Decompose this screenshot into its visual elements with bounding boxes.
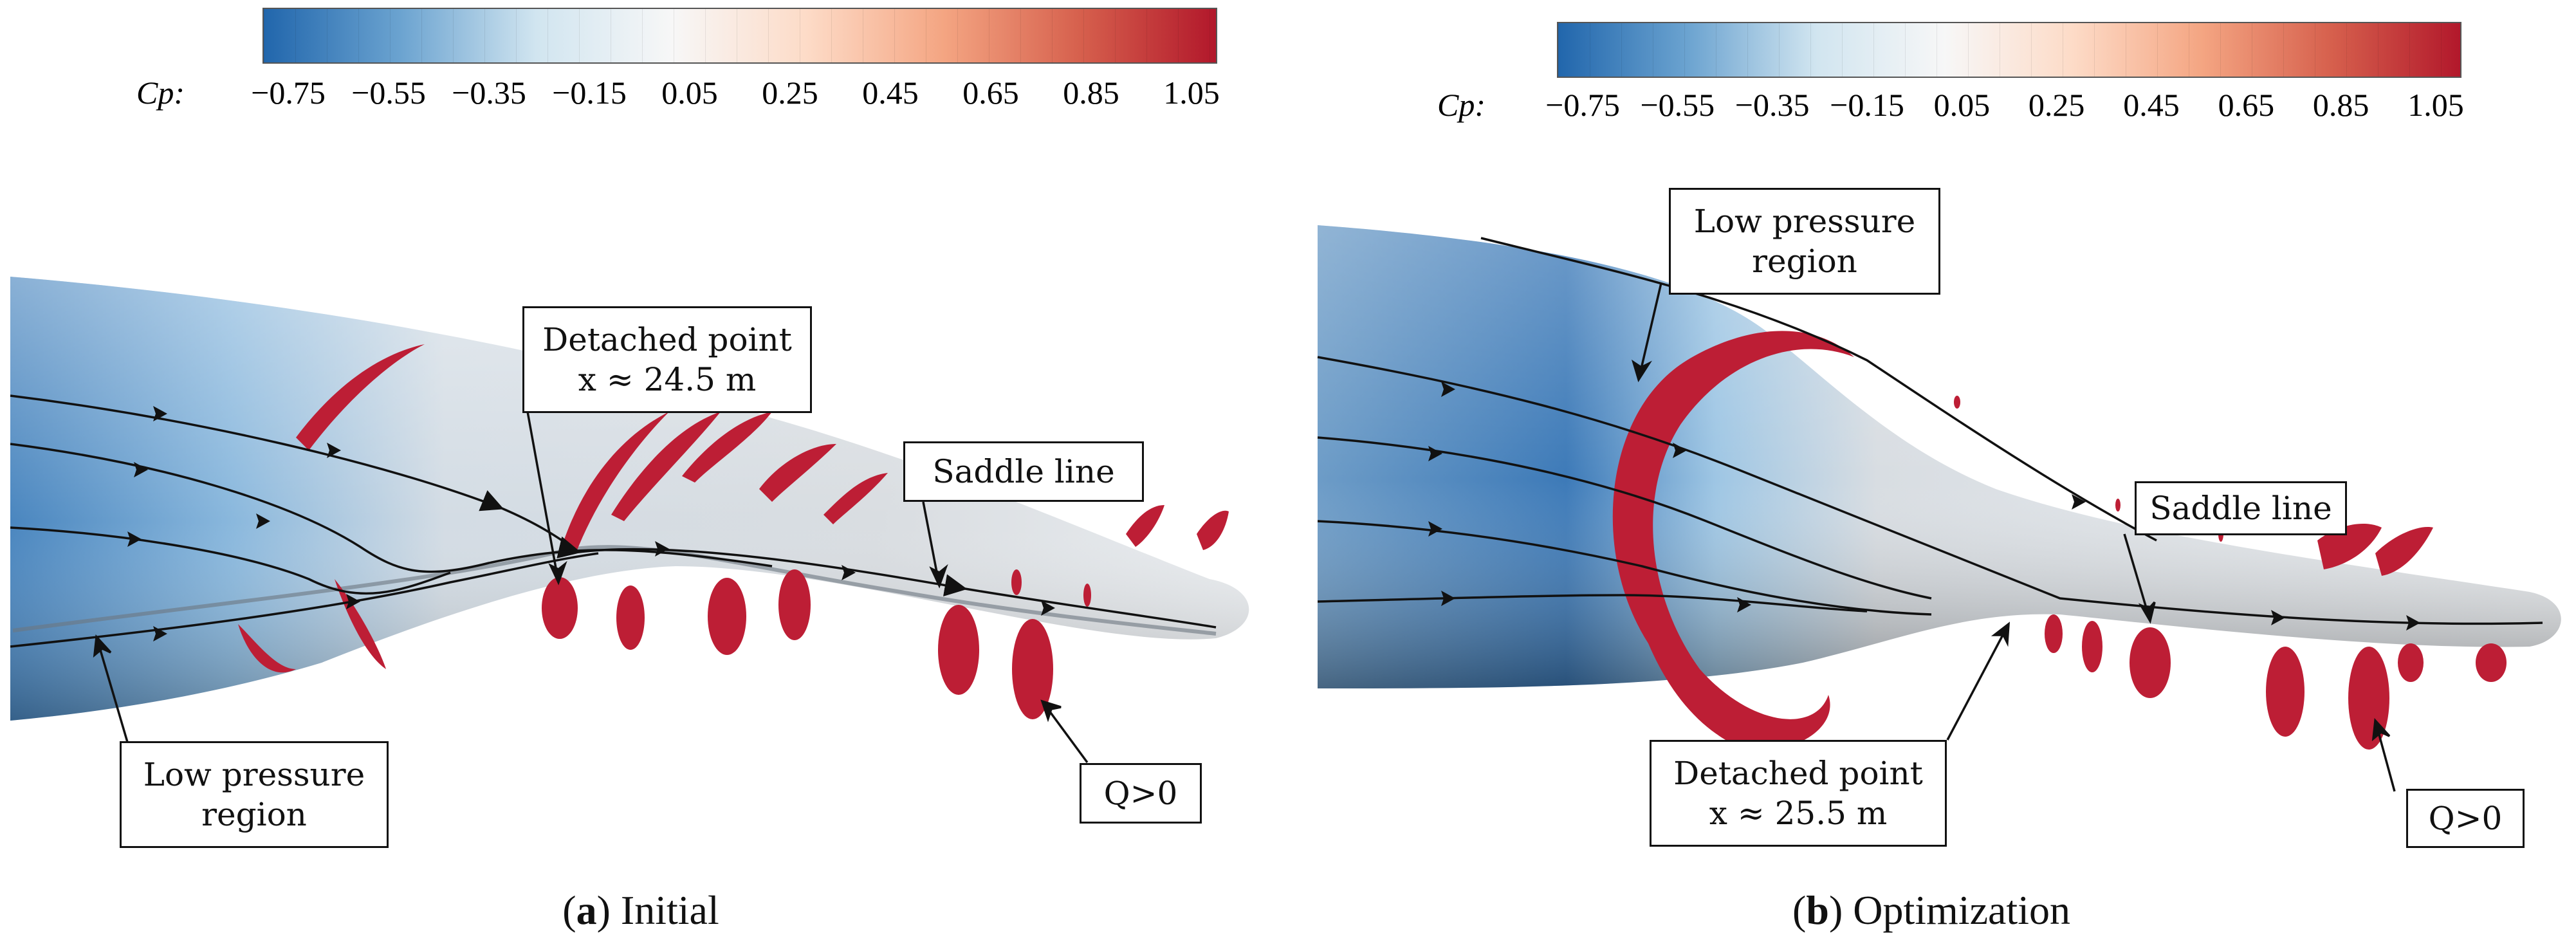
colorbar-tick-label: 0.85	[2312, 87, 2369, 123]
callout-line: Saddle line	[932, 452, 1115, 490]
callout-detached-point: Detached point x ≈ 25.5 m	[1650, 740, 1947, 847]
colorbar-variable-label: Cp:	[136, 75, 185, 111]
colorbar-tick-label: −0.55	[351, 75, 426, 111]
caption-text: Optimization	[1853, 887, 2070, 933]
colorbar-tick-label: −0.75	[1545, 87, 1620, 123]
colorbar-tick-label: −0.35	[1734, 87, 1810, 123]
callout-line: x ≈ 24.5 m	[578, 361, 757, 398]
colorbar-gradient	[1557, 22, 2461, 78]
caption-initial: (a) Initial	[562, 887, 719, 933]
colorbar-tick-label: −0.75	[251, 75, 326, 111]
colorbar-tick-label: −0.35	[452, 75, 526, 111]
colorbar-tick-label: −0.15	[552, 75, 627, 111]
caption-letter: a	[576, 887, 597, 933]
streamlines	[1317, 237, 2543, 625]
callout-line: Q>0	[2428, 799, 2503, 837]
callout-line: x ≈ 25.5 m	[1709, 795, 1888, 832]
vortex-isosurfaces	[1612, 331, 2507, 750]
callout-line: Q>0	[1103, 774, 1178, 812]
callout-line: Detached point	[1673, 754, 1923, 792]
callout-line: Saddle line	[2149, 489, 2332, 527]
callout-line: Detached point	[542, 320, 792, 358]
colorbar-tick-label: 0.65	[2218, 87, 2275, 123]
surface-render-optimization	[1317, 225, 2561, 792]
callout-line: Low pressure	[1693, 202, 1916, 240]
colorbar-tick-label: 1.05	[1163, 75, 1220, 111]
callout-q-criterion: Q>0	[2406, 789, 2525, 848]
colorbar-tick-label: 0.05	[1933, 87, 1991, 123]
colorbar-tick-label: 0.85	[1063, 75, 1119, 111]
colorbar-variable-label: Cp:	[1437, 87, 1486, 123]
colorbar-tick-label: −0.15	[1830, 87, 1904, 123]
callout-low-pressure: Low pressure region	[120, 741, 389, 848]
callout-leaders	[1631, 282, 2396, 792]
callout-line: region	[201, 796, 307, 833]
colorbar-tick-label: 0.05	[661, 75, 718, 111]
caption-optimization: (b) Optimization	[1792, 887, 2070, 933]
colorbar-tick-label: 0.25	[2028, 87, 2085, 123]
body-shading	[1318, 225, 2561, 688]
callout-q-criterion: Q>0	[1080, 763, 1202, 824]
callout-low-pressure: Low pressure region	[1669, 188, 1940, 295]
caption-letter: b	[1806, 887, 1829, 933]
callout-detached-point: Detached point x ≈ 24.5 m	[522, 306, 812, 413]
surface-render-initial	[10, 277, 1249, 764]
callout-saddle-line: Saddle line	[903, 441, 1144, 502]
colorbar-gradient	[262, 8, 1217, 64]
callout-saddle-line: Saddle line	[2135, 481, 2347, 535]
streamline-arrows	[1428, 382, 2420, 631]
callout-leaders	[93, 411, 1089, 764]
colorbar-tick-label: 1.05	[2407, 87, 2464, 123]
callout-line: Low pressure	[143, 755, 365, 793]
colorbar-tick-label: 0.45	[862, 75, 919, 111]
panel-initial: Cp:	[10, 8, 1249, 933]
caption-text: Initial	[620, 887, 719, 933]
panel-optimization: Cp:	[1288, 0, 2576, 949]
colorbar-tick-label: 0.45	[2123, 87, 2180, 123]
colorbar-tick-label: 0.65	[962, 75, 1019, 111]
colorbar-tick-label: −0.55	[1640, 87, 1715, 123]
streamline-arrows	[127, 406, 1055, 641]
callout-line: region	[1752, 243, 1857, 280]
colorbar-tick-label: 0.25	[762, 75, 818, 111]
